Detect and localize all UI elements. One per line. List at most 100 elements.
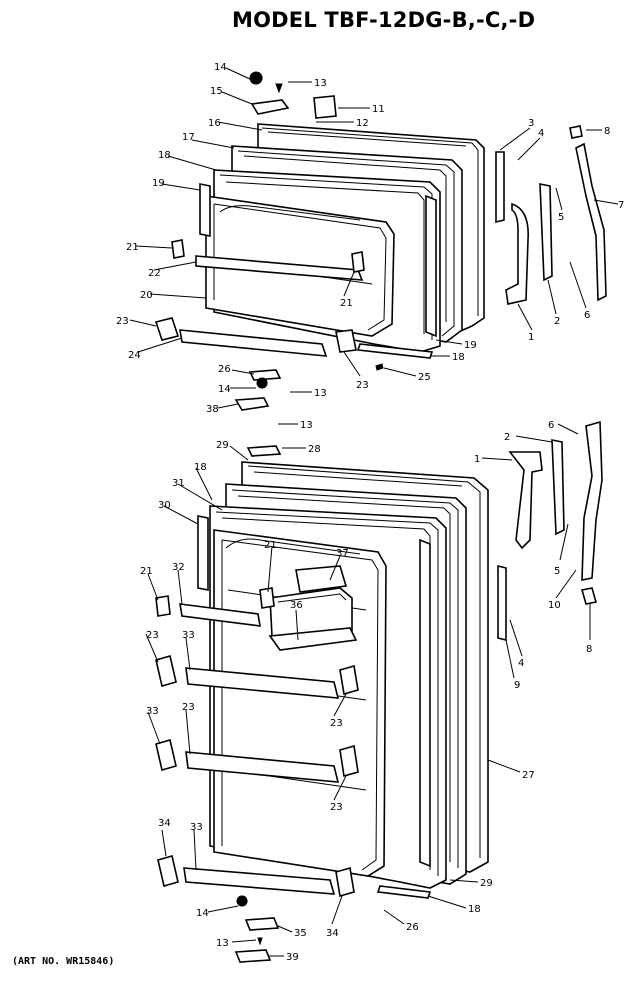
freezer-shelf-end-right <box>351 251 365 273</box>
shelf-end-cap-right-3 <box>339 744 359 778</box>
callout-label: 23 <box>116 316 129 327</box>
door-stop-lower <box>580 587 598 605</box>
shelf-bar-1 <box>185 667 340 699</box>
shelf-end-cap-right-1 <box>259 587 275 609</box>
shelf-end-cap-left-1 <box>155 595 171 617</box>
callout-label: 1 <box>474 454 480 465</box>
freezer-lower-bar <box>179 329 328 357</box>
lower-hinge-bracket <box>244 917 280 931</box>
shelf-bar-2 <box>185 751 340 783</box>
callout-label: 23 <box>330 718 343 729</box>
callout-label: 5 <box>554 566 560 577</box>
shelf-end-cap-left-4 <box>157 854 179 888</box>
fresh-food-handle <box>581 420 603 581</box>
callout-label: 26 <box>406 922 419 933</box>
callout-label: 23 <box>356 380 369 391</box>
callout-leaders <box>129 67 619 957</box>
callout-label: 12 <box>356 118 369 129</box>
top-hinge-plate <box>246 445 282 457</box>
freezer-handle-insert <box>539 183 553 282</box>
callout-label: 29 <box>216 440 229 451</box>
callout-label: 19 <box>152 178 165 189</box>
callout-label: 4 <box>538 128 544 139</box>
callout-label: 22 <box>148 268 161 279</box>
fresh-food-handle-bracket <box>508 451 543 550</box>
fresh-food-handle-insert <box>551 439 565 536</box>
callout-label: 7 <box>618 200 624 211</box>
upper-shelf-bar <box>179 603 261 627</box>
callout-label: 23 <box>146 630 159 641</box>
callout-label: 8 <box>604 126 610 137</box>
freezer-handle <box>575 142 607 302</box>
lower-door-assembly <box>155 420 603 963</box>
callout-label: 34 <box>326 928 339 939</box>
callout-label: 14 <box>218 384 231 395</box>
hinge-pin <box>249 71 263 85</box>
shelf-end-cap-right-4 <box>335 866 355 898</box>
callout-label: 29 <box>480 878 493 889</box>
lower-hinge-screw <box>257 937 263 946</box>
callout-label: 2 <box>504 432 510 443</box>
callout-label: 25 <box>418 372 431 383</box>
hinge-cap <box>313 95 337 119</box>
callout-label: 3 <box>528 118 534 129</box>
callout-label: 30 <box>158 500 171 511</box>
callout-label: 38 <box>206 404 219 415</box>
freezer-side-strip-left <box>199 183 211 237</box>
door-stop-clip <box>569 125 583 139</box>
callout-label: 34 <box>158 818 171 829</box>
callout-label: 35 <box>294 928 307 939</box>
hinge-bracket-top <box>250 99 290 115</box>
callout-label: 37 <box>336 548 349 559</box>
butter-tray <box>268 627 358 651</box>
callout-label: 36 <box>290 600 303 611</box>
callout-label: 2 <box>554 316 560 327</box>
callout-label: 21 <box>126 242 139 253</box>
freezer-shelf-end-left <box>171 239 185 259</box>
callout-label: 23 <box>182 702 195 713</box>
callout-label: 19 <box>464 340 477 351</box>
callout-label: 33 <box>190 822 203 833</box>
upper-door-assembly <box>154 71 607 411</box>
freezer-handle-bracket <box>505 202 529 305</box>
callout-label: 11 <box>372 104 385 115</box>
lower-hinge-base <box>234 949 272 963</box>
callout-label: 18 <box>452 352 465 363</box>
callout-label: 39 <box>286 952 299 963</box>
callout-label: 21 <box>340 298 353 309</box>
callout-label: 4 <box>518 658 524 669</box>
callout-label: 32 <box>172 562 185 573</box>
callout-label: 9 <box>514 680 520 691</box>
fresh-food-side-strip-right <box>497 564 507 642</box>
callout-label: 21 <box>140 566 153 577</box>
art-number: (ART NO. WR15846) <box>12 956 115 967</box>
callout-label: 18 <box>158 150 171 161</box>
callout-label: 27 <box>522 770 535 781</box>
shelf-end-cap-left-2 <box>155 654 177 688</box>
callout-label: 28 <box>308 444 321 455</box>
screw-lower <box>375 363 384 371</box>
fresh-food-side-strip-inner <box>419 538 431 868</box>
callout-label: 10 <box>548 600 561 611</box>
hinge-pin-lower <box>256 377 268 389</box>
callout-label: 23 <box>330 802 343 813</box>
hinge-bracket-lower <box>234 397 270 411</box>
freezer-bar-end-right <box>335 329 357 353</box>
callout-label: 33 <box>146 706 159 717</box>
callout-label: 6 <box>548 420 554 431</box>
shelf-end-cap-left-3 <box>155 738 177 772</box>
callout-label: 24 <box>128 350 141 361</box>
freezer-bar-end-left <box>154 317 180 341</box>
shelf-end-cap-right-2 <box>339 664 359 696</box>
callout-label: 13 <box>300 420 313 431</box>
screw <box>275 83 283 94</box>
lower-hinge-pin <box>236 895 248 907</box>
callout-label: 14 <box>214 62 227 73</box>
callout-label: 8 <box>586 644 592 655</box>
callout-label: 18 <box>194 462 207 473</box>
callout-label: 14 <box>196 908 209 919</box>
fresh-food-side-strip-left <box>197 515 209 591</box>
callout-label: 13 <box>314 78 327 89</box>
callout-label: 31 <box>172 478 185 489</box>
callout-label: 26 <box>218 364 231 375</box>
